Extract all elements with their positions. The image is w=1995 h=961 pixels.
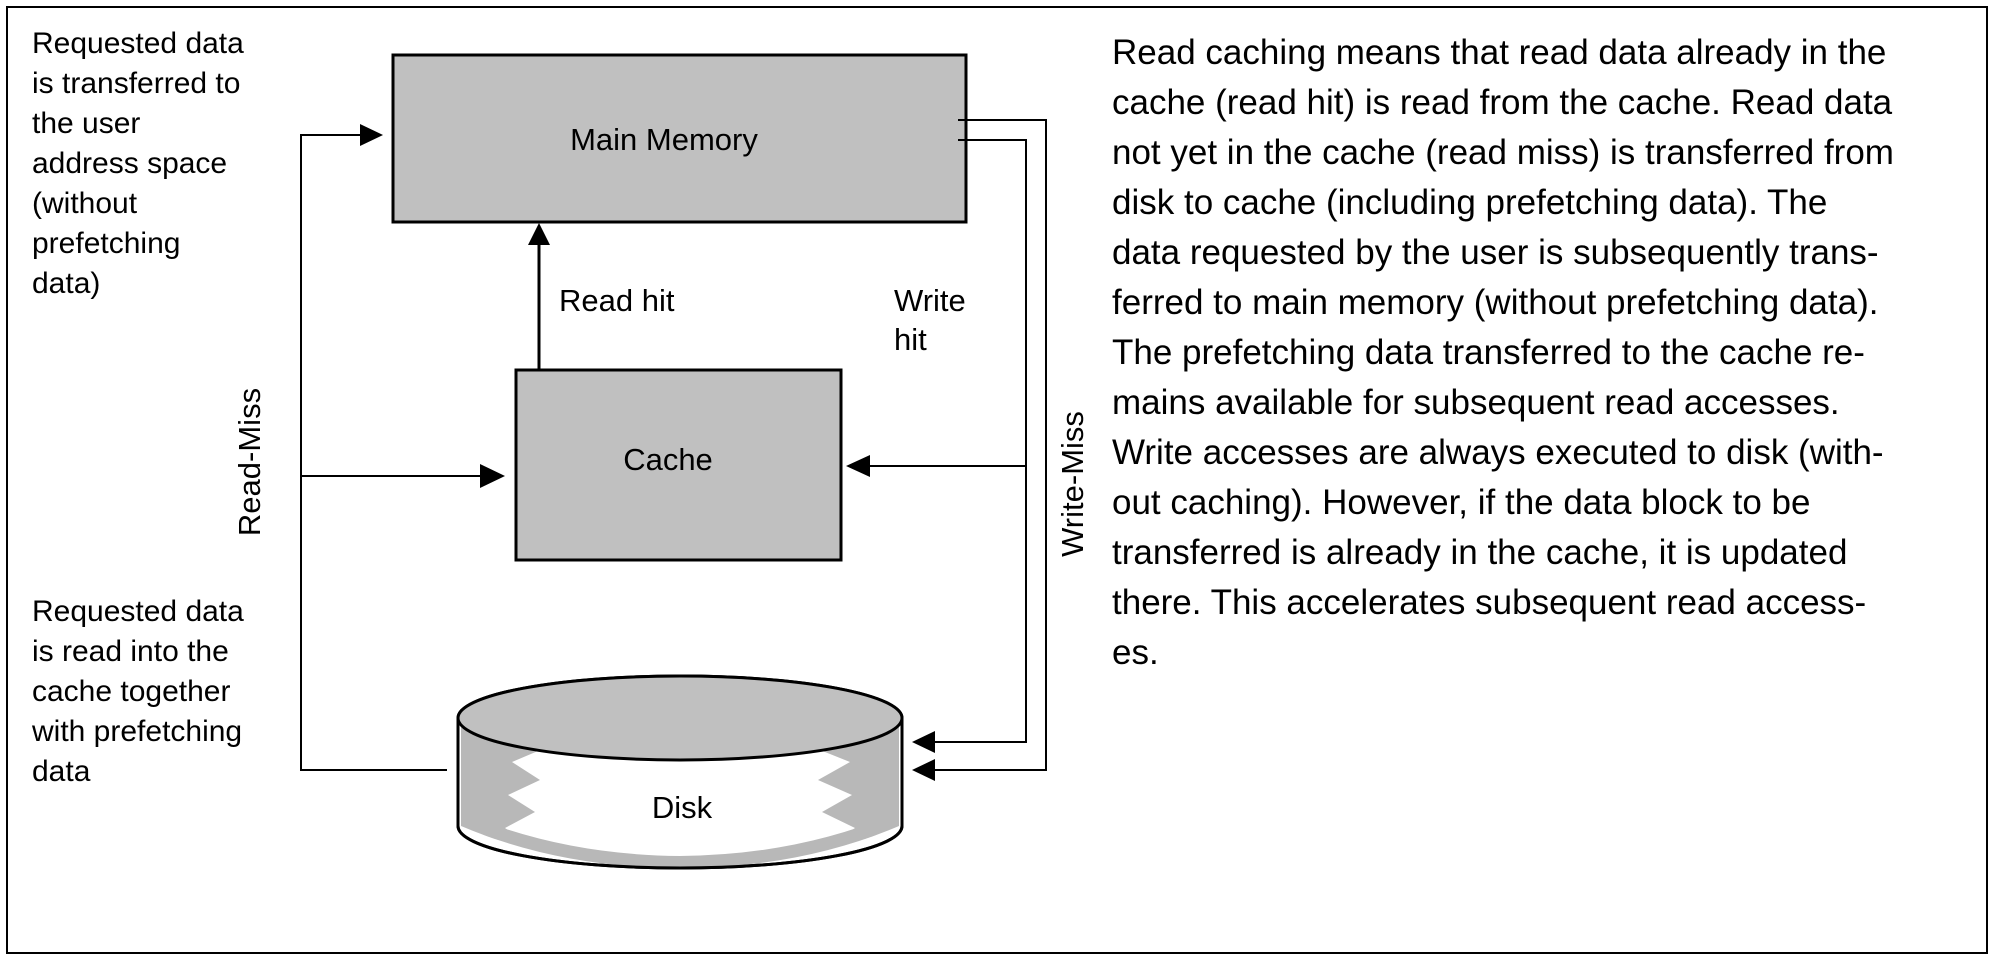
read-miss-cache-prefetch-note: Requested data is read into the cache to…: [32, 595, 244, 788]
read-hit-label: Read hit: [559, 283, 675, 318]
read-miss-arrowhead-main-memory: [360, 124, 383, 146]
read-miss-path: [300, 134, 480, 771]
disk-cylinder: [456, 674, 904, 870]
disk-label: Disk: [652, 790, 713, 825]
write-arrowhead-cache: [846, 455, 870, 477]
read-miss-user-transfer-note: Requested data is transferred to the use…: [32, 27, 244, 300]
write-hit-label-line1: Write: [894, 283, 966, 318]
figure-frame: [6, 6, 1988, 954]
write-miss-label: Write-Miss: [1055, 411, 1090, 557]
write-path: [870, 119, 1047, 771]
main-memory-label: Main Memory: [570, 122, 758, 157]
cache-label: Cache: [623, 442, 713, 477]
read-miss-arrowhead-cache: [480, 464, 505, 488]
cache-box: [514, 368, 843, 562]
write-hit-label-line2: hit: [894, 322, 927, 357]
write-hit-arrowhead-disk: [912, 731, 935, 753]
write-miss-arrowhead-disk: [912, 759, 935, 781]
main-memory-box: [391, 53, 968, 224]
caching-description-text: Read caching means that read data alread…: [1112, 33, 1894, 672]
read-hit-arrowhead: [528, 223, 550, 245]
read-miss-label: Read-Miss: [232, 388, 267, 536]
